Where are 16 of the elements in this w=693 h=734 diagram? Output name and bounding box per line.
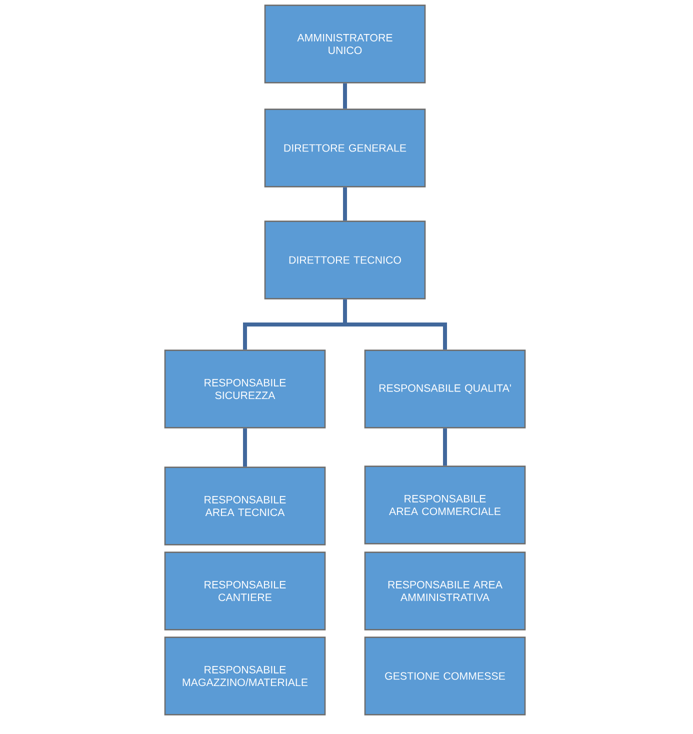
org-box: RESPONSABILE CANTIERE [164, 552, 326, 630]
org-box: RESPONSABILE SICUREZZA [164, 350, 326, 428]
connector-line [343, 187, 347, 221]
connector-line [443, 428, 447, 466]
org-box: RESPONSABILE AREA AMMINISTRATIVA [364, 552, 526, 630]
connector-line [343, 299, 447, 350]
org-box: AMMINISTRATORE UNICO [264, 4, 426, 84]
org-box: DIRETTORE GENERALE [264, 108, 426, 188]
org-box: RESPONSABILE AREA TECNICA [164, 466, 326, 546]
connector-line [243, 428, 247, 467]
org-box: GESTIONE COMMESSE [364, 636, 526, 716]
connector-line [343, 83, 347, 109]
org-box: RESPONSABILE AREA COMMERCIALE [364, 466, 526, 544]
org-box: DIRETTORE TECNICO [264, 220, 426, 300]
org-box: RESPONSABILE MAGAZZINO/MATERIALE [164, 636, 326, 716]
org-box: RESPONSABILE QUALITA' [364, 350, 526, 428]
